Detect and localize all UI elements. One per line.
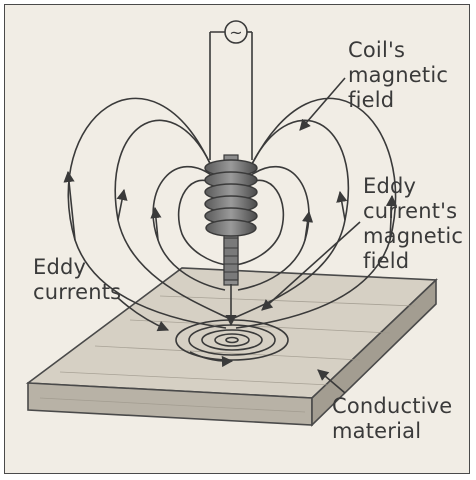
ac-source-symbol: ~ — [229, 23, 242, 42]
plate-grain-lines — [39, 295, 416, 413]
eddy-field-label-line: current's — [363, 199, 458, 223]
conductive-material-label-line: Conductive — [332, 394, 453, 418]
conductive-material-label: Conductive material — [332, 394, 452, 444]
label-pointers — [117, 77, 361, 394]
eddy-currents-pointer — [117, 297, 170, 332]
coil-field-label: Coil's magnetic field — [348, 38, 448, 113]
coil — [204, 154, 258, 327]
eddy-field-label-line: field — [363, 249, 410, 273]
coil-field-label-line: magnetic — [348, 63, 449, 87]
coil-field-lines — [63, 97, 398, 329]
eddy-currents-label-line: currents — [33, 280, 122, 304]
conductive-material-label-line: material — [332, 419, 422, 443]
ac-source: ~ — [209, 20, 253, 160]
coil-field-pointer — [299, 77, 346, 131]
conductive-material-pointer — [317, 369, 346, 394]
eddy-field-pointer — [261, 221, 361, 311]
coil-field-label-line: Coil's — [348, 38, 406, 62]
coil-field-label-line: field — [348, 88, 395, 112]
eddy-field-label: Eddy current's magnetic field — [363, 174, 463, 274]
eddy-field-lines — [150, 165, 314, 291]
ac-source-icon — [224, 20, 248, 44]
eddy-field-label-line: magnetic — [363, 224, 464, 248]
eddy-currents-label: Eddy currents — [33, 255, 121, 305]
plate-side-face — [311, 278, 437, 427]
eddy-field-label-line: Eddy — [363, 174, 417, 198]
eddy-currents-label-line: Eddy — [33, 255, 87, 279]
